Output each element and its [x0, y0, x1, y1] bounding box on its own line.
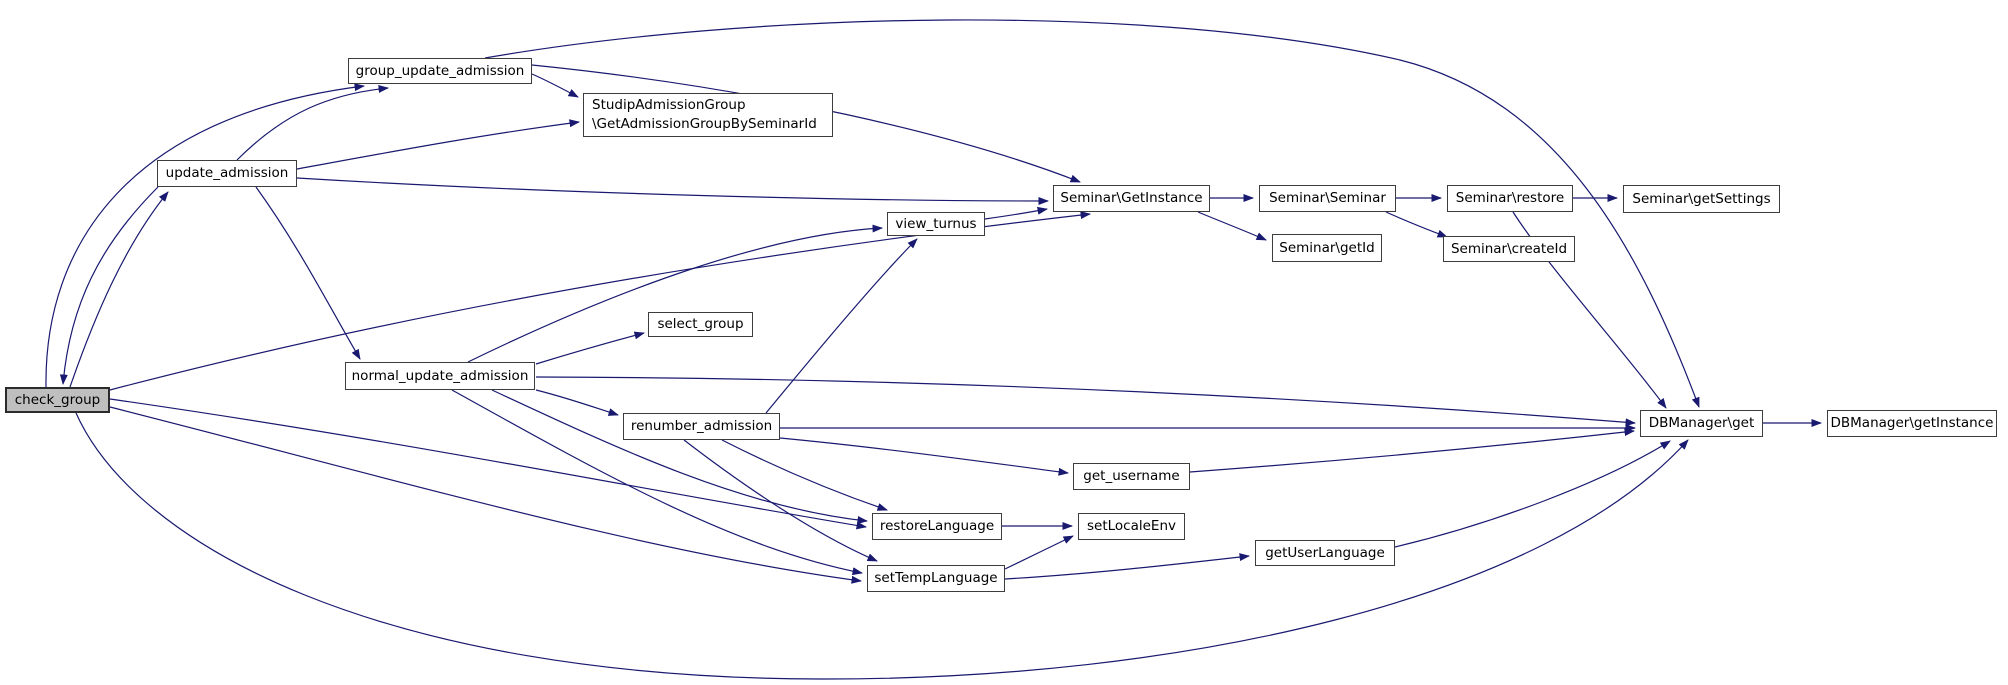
node-restoreLanguage[interactable]: restoreLanguage — [872, 513, 1002, 540]
edge-check_group-seminar_getinstance — [109, 211, 1091, 391]
edge-renumber_admission-view_turnus — [765, 238, 918, 414]
edge-group_update_admission-studip_admission_group — [531, 73, 579, 98]
edge-normal_update_admission-select_group — [535, 331, 645, 365]
node-seminar_getinstance[interactable]: Seminar\GetInstance — [1053, 185, 1210, 212]
node-normal_update_admission[interactable]: normal_update_admission — [345, 362, 535, 390]
node-seminar_getid[interactable]: Seminar\getId — [1272, 234, 1382, 262]
node-update_admission[interactable]: update_admission — [157, 160, 297, 187]
edge-view_turnus-seminar_getinstance — [984, 206, 1048, 220]
edge-seminar_seminar-seminar_createid — [1385, 211, 1448, 238]
edge-renumber_admission-restoreLanguage — [721, 439, 888, 511]
edge-check_group-update_admission — [69, 191, 169, 388]
node-view_turnus[interactable]: view_turnus — [887, 212, 985, 236]
edge-update_admission-check_group — [59, 186, 159, 385]
node-check_group[interactable]: check_group — [5, 387, 110, 413]
edge-normal_update_admission-dbmanager_get — [535, 376, 1636, 427]
edge-normal_update_admission-view_turnus — [467, 224, 883, 363]
edge-normal_update_admission-renumber_admission — [535, 389, 619, 416]
node-seminar_createid[interactable]: Seminar\createId — [1443, 236, 1575, 262]
node-group_update_admission[interactable]: group_update_admission — [348, 58, 532, 84]
node-seminar_restore[interactable]: Seminar\restore — [1447, 185, 1573, 212]
node-select_group[interactable]: select_group — [648, 312, 753, 337]
node-seminar_seminar[interactable]: Seminar\Seminar — [1259, 185, 1396, 212]
node-get_username[interactable]: get_username — [1073, 463, 1190, 490]
node-dbmanager_get[interactable]: DBManager\get — [1640, 410, 1763, 437]
edge-seminar_restore-dbmanager_get — [1512, 211, 1667, 409]
edge-getUserLanguage-dbmanager_get — [1394, 440, 1671, 548]
edge-check_group-setTempLanguage — [109, 406, 862, 584]
edge-renumber_admission-setTempLanguage — [683, 439, 878, 562]
edge-update_admission-seminar_getinstance — [296, 177, 1049, 205]
edge-check_group-group_update_admission — [45, 83, 365, 388]
node-setLocaleEnv[interactable]: setLocaleEnv — [1078, 513, 1185, 540]
edge-group_update_admission-dbmanager_get — [484, 19, 1700, 408]
edge-group_update_admission-seminar_getinstance — [531, 64, 1081, 183]
node-seminar_getsettings[interactable]: Seminar\getSettings — [1623, 185, 1780, 213]
edge-get_username-dbmanager_get — [1189, 428, 1635, 473]
edge-setTempLanguage-setLocaleEnv — [1004, 535, 1074, 570]
edge-renumber_admission-get_username — [779, 437, 1069, 476]
node-setTempLanguage[interactable]: setTempLanguage — [867, 565, 1005, 592]
node-dbmanager_getinstance[interactable]: DBManager\getInstance — [1827, 410, 1997, 437]
edge-seminar_getinstance-seminar_getid — [1197, 211, 1267, 241]
node-studip_admission_group[interactable]: StudipAdmissionGroup \GetAdmissionGroupB… — [583, 93, 833, 137]
edge-normal_update_admission-setTempLanguage — [451, 389, 863, 576]
edge-update_admission-group_update_admission — [236, 85, 389, 161]
edge-setTempLanguage-getUserLanguage — [1004, 553, 1250, 580]
node-renumber_admission[interactable]: renumber_admission — [623, 413, 780, 440]
edge-update_admission-normal_update_admission — [255, 186, 361, 360]
edge-normal_update_admission-restoreLanguage — [491, 389, 868, 524]
node-getUserLanguage[interactable]: getUserLanguage — [1255, 540, 1395, 566]
edge-check_group-restoreLanguage — [109, 398, 867, 530]
edge-check_group-dbmanager_get — [75, 412, 1689, 680]
edge-update_admission-studip_admission_group — [296, 119, 580, 170]
